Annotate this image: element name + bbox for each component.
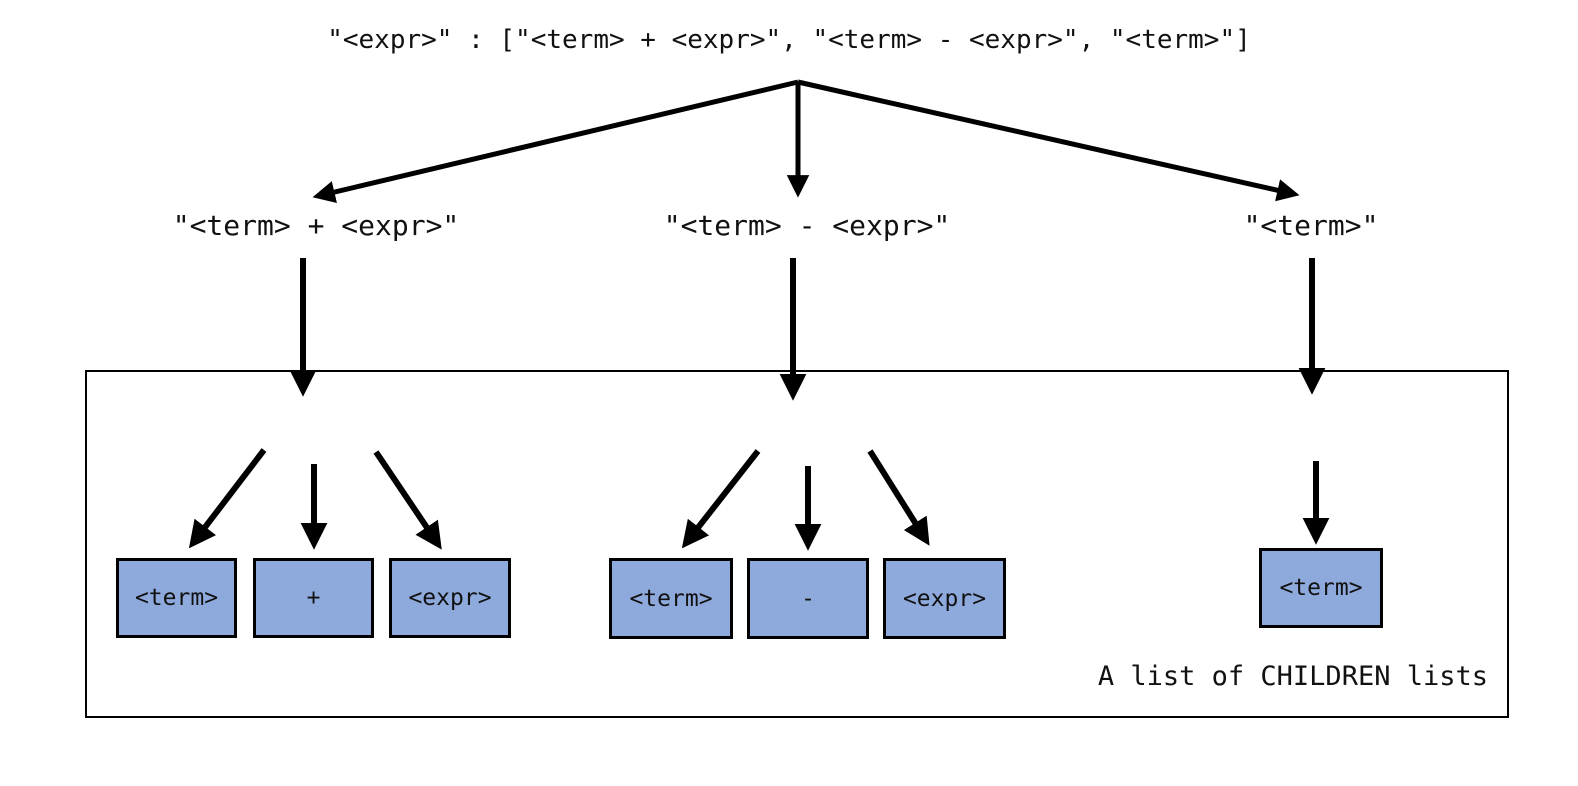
alternative-label-minus: "<term> - <expr>"	[663, 209, 951, 242]
child-node-plus: +	[253, 558, 374, 638]
child-node-term-1: <term>	[116, 558, 237, 638]
alternative-label-term: "<term>"	[1243, 209, 1379, 242]
child-node-expr-1: <expr>	[389, 558, 511, 638]
child-node-term-2: <term>	[609, 558, 733, 639]
children-lists-container-box	[85, 370, 1509, 718]
child-node-expr-2: <expr>	[883, 558, 1006, 639]
arrow-rule-to-alt1	[312, 79, 799, 204]
arrow-rule-to-alt3	[797, 79, 1300, 202]
children-caption: A list of CHILDREN lists	[1097, 661, 1488, 692]
alternative-label-plus: "<term> + <expr>"	[172, 209, 460, 242]
child-node-term-3: <term>	[1259, 548, 1383, 628]
grammar-rule-text: "<expr>" : ["<term> + <expr>", "<term> -…	[327, 25, 1251, 55]
child-node-minus: -	[747, 558, 869, 639]
